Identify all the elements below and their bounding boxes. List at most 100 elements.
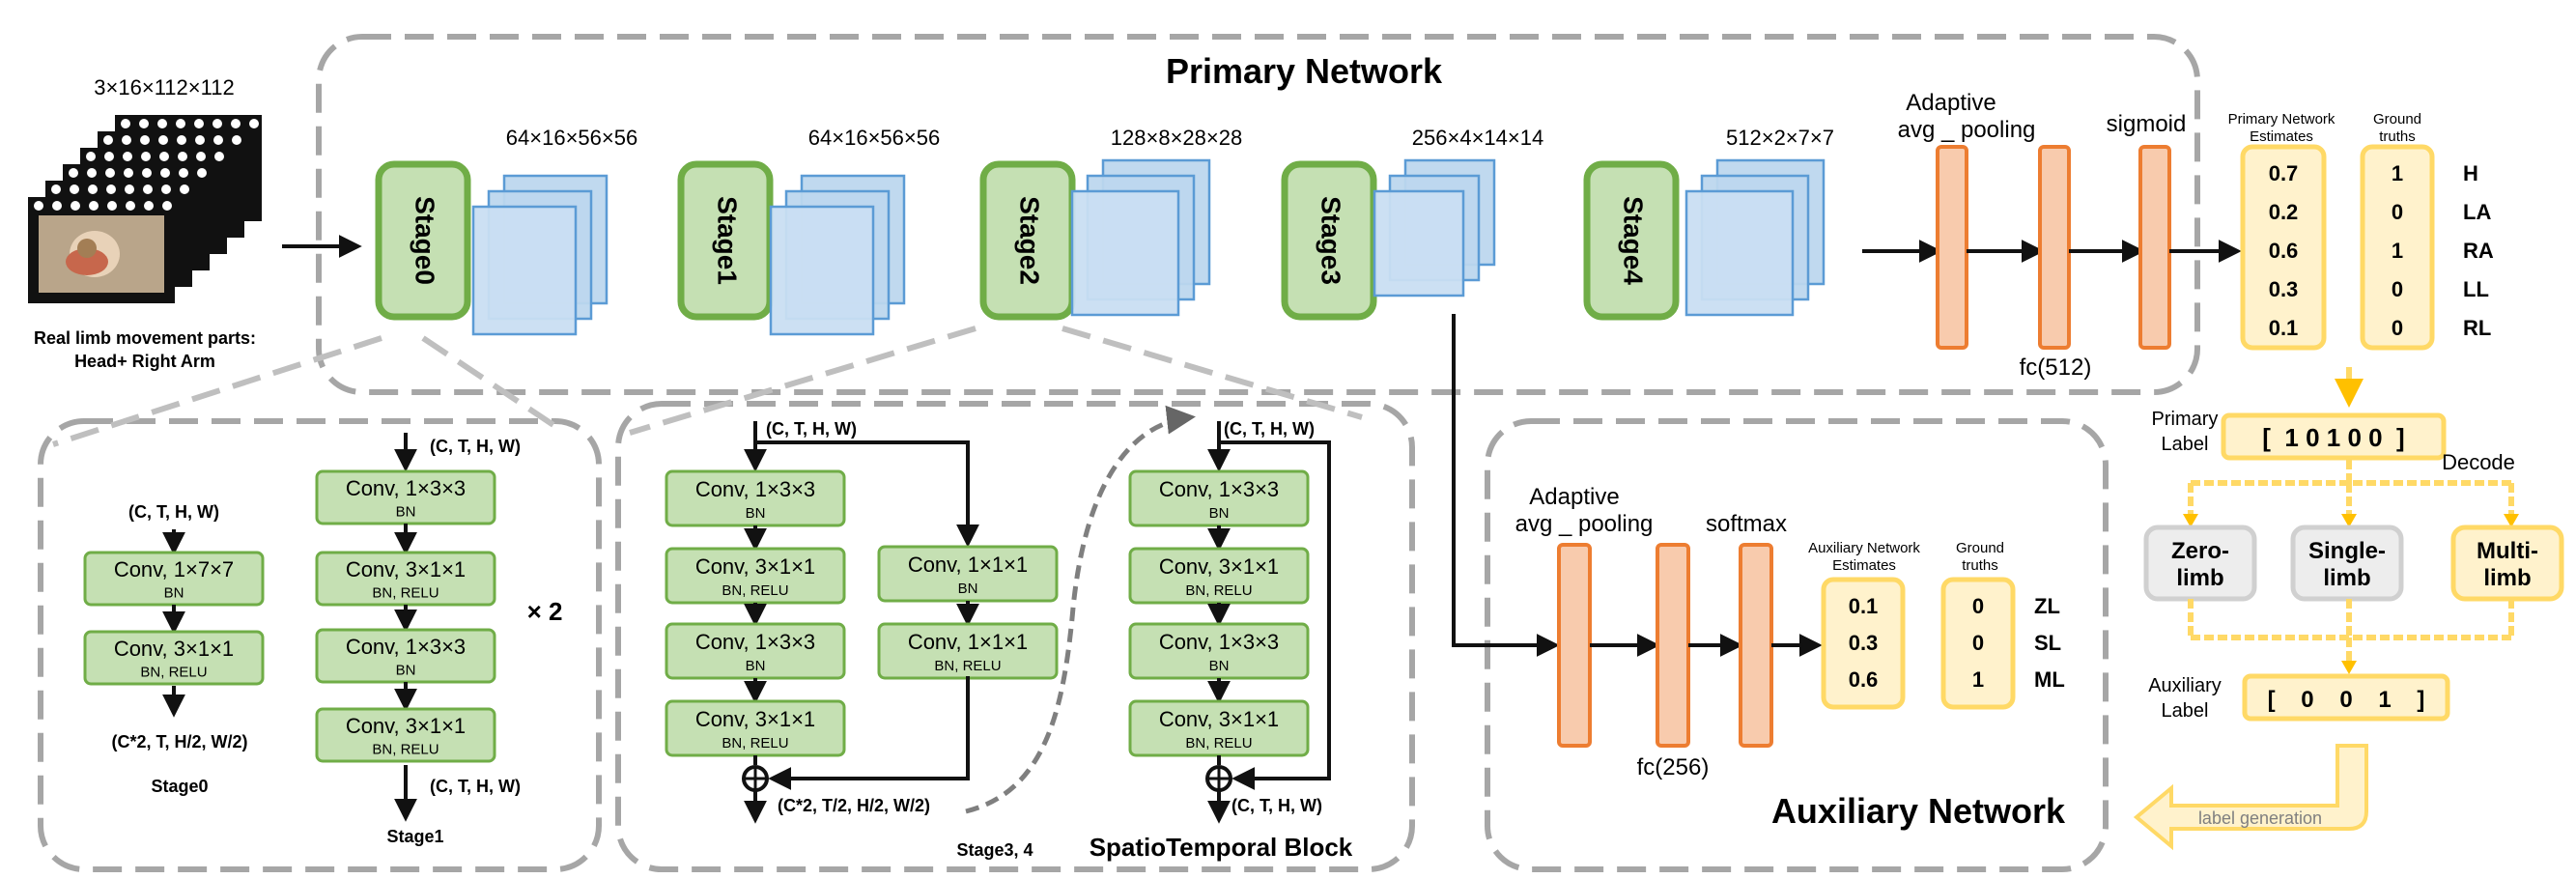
decode-box-line1: Zero- <box>2171 538 2229 564</box>
aux-estimates-header-line2: Estimates <box>1832 557 1896 574</box>
stage1-name: Stage1 <box>386 827 443 846</box>
label-generation-text: label generation <box>2198 808 2322 828</box>
primary-truth-value: 0 <box>2392 316 2403 340</box>
stage-block-4: Stage4 <box>1583 160 1680 321</box>
primary-truth-header-line1: Ground <box>2373 111 2421 128</box>
stage-block-2: Stage2 <box>979 160 1076 321</box>
zoom-line-stage0-left <box>52 335 382 447</box>
stage34-shortcut-join <box>768 676 970 790</box>
aux-fc-label: fc(256) <box>1637 754 1710 780</box>
stage0-conv-block: Conv, 1×7×7BN <box>83 551 265 607</box>
conv-sub: BN, RELU <box>722 735 788 751</box>
stage34-add-plus <box>744 767 767 790</box>
primary-sigmoid-layer <box>2138 145 2171 350</box>
aux-class-label: ML <box>2034 667 2065 692</box>
decode-box-line2: limb <box>2323 565 2370 591</box>
stage1-input-shape: (C, T, H, W) <box>430 437 521 456</box>
dims-label-0: 64×16×56×56 <box>506 126 637 150</box>
input-frame-stack <box>28 115 262 303</box>
dims-label-2: 128×8×28×28 <box>1111 126 1242 150</box>
stage0-name: Stage0 <box>151 777 208 796</box>
primary-truth-value: 0 <box>2392 277 2403 301</box>
aux-estimate-value: 0.6 <box>1849 667 1879 692</box>
conv-sub: BN <box>746 505 766 522</box>
stblock-conv-block: Conv, 3×1×1BN, RELU <box>1128 547 1310 605</box>
primary-estimates-box <box>2240 144 2327 351</box>
decode-title: Decode <box>2442 450 2515 474</box>
decode-box-2: Multi-limb <box>2450 525 2564 602</box>
aux-truth-header-line2: truths <box>1962 557 1998 574</box>
conv-sub: BN <box>746 658 766 674</box>
stage1-conv-block: Conv, 1×3×3BN <box>315 469 496 525</box>
aux-fc-layer <box>1656 543 1690 748</box>
feature-cube-0 <box>471 174 609 336</box>
conv-title: Conv, 3×1×1 <box>695 554 815 579</box>
stage-block-0: Stage0 <box>375 160 471 321</box>
aux-softmax-layer <box>1739 543 1773 748</box>
primary-network-title: Primary Network <box>1166 51 1443 91</box>
decode-box-line2: limb <box>2483 565 2531 591</box>
conv-title: Conv, 1×3×3 <box>695 630 815 654</box>
primary-label-value: [ 1 0 1 0 0 ] <box>2262 423 2404 452</box>
primary-estimate-value: 0.6 <box>2269 239 2299 263</box>
conv-title: Conv, 3×1×1 <box>695 707 815 731</box>
primary-truth-value: 1 <box>2392 239 2403 263</box>
stblock-input-shape: (C, T, H, W) <box>1224 419 1315 439</box>
input-caption-line1: Real limb movement parts: <box>34 328 256 348</box>
conv-sub: BN <box>164 584 184 601</box>
stage34-output-shape: (C*2, T/2, H/2, W/2) <box>778 796 930 815</box>
conv-title: Conv, 1×7×7 <box>114 557 234 581</box>
conv-title: Conv, 1×3×3 <box>346 635 466 659</box>
stage1-repeat: × 2 <box>527 597 563 626</box>
conv-title: Conv, 1×1×1 <box>908 630 1028 654</box>
stage34-conv-block: Conv, 3×1×1BN, RELU <box>665 547 846 605</box>
stage34-name: Stage3, 4 <box>956 840 1033 860</box>
aux-pool-layer <box>1557 543 1592 748</box>
primary-pool-label-line2: avg _ pooling <box>1898 117 2036 143</box>
conv-sub: BN, RELU <box>1185 735 1252 751</box>
stblock-residual-path <box>1219 440 1331 790</box>
aux-truth-header-line1: Ground <box>1956 540 2004 556</box>
stage-block-3: Stage3 <box>1281 160 1377 321</box>
conv-title: Conv, 1×3×3 <box>1159 630 1279 654</box>
primary-activation-label: sigmoid <box>2107 111 2187 137</box>
conv-sub: BN <box>396 503 416 520</box>
primary-estimate-value: 0.1 <box>2269 316 2299 340</box>
primary-estimate-value: 0.3 <box>2269 277 2299 301</box>
conv-sub: BN, RELU <box>722 582 788 599</box>
primary-class-label: LL <box>2463 277 2489 301</box>
aux-truths-box <box>1940 577 2016 710</box>
aux-truth-value: 1 <box>1972 667 1984 692</box>
primary-label-box <box>2221 412 2447 461</box>
label-generation-arrow <box>2133 744 2368 851</box>
conv-sub: BN <box>396 662 416 678</box>
stblock-conv-block: Conv, 3×1×1BN, RELU <box>1128 699 1310 757</box>
decode-box-line1: Multi- <box>2477 538 2538 564</box>
feature-cube-1 <box>769 174 906 336</box>
decode-merge-lines <box>2188 599 2514 666</box>
aux-estimate-value: 0.3 <box>1849 631 1879 655</box>
aux-label-value: [ 0 0 1 ] <box>2268 687 2425 713</box>
primary-class-label: LA <box>2463 200 2491 224</box>
stage1-output-shape: (C, T, H, W) <box>430 777 521 796</box>
stblock-conv-block: Conv, 1×3×3BN <box>1128 622 1310 680</box>
decode-box-0: Zero-limb <box>2143 525 2257 602</box>
dims-label-1: 64×16×56×56 <box>808 126 940 150</box>
stage-block-1: Stage1 <box>677 160 774 321</box>
stage34-conv-block: Conv, 1×3×3BN <box>665 622 846 680</box>
conv-sub: BN, RELU <box>372 584 439 601</box>
stblock-output-shape: (C, T, H, W) <box>1231 796 1322 815</box>
zoom-line-stage2-right <box>1062 326 1363 420</box>
primary-truth-header-line2: truths <box>2379 128 2416 145</box>
stage-label: Stage0 <box>410 196 440 285</box>
dims-label-3: 256×4×14×14 <box>1412 126 1543 150</box>
decode-branch-lines <box>2188 460 2514 522</box>
conv-title: Conv, 3×1×1 <box>346 557 466 581</box>
primary-network-region <box>316 34 2200 395</box>
aux-class-label: ZL <box>2034 594 2060 618</box>
feature-cube-2 <box>1070 158 1211 317</box>
